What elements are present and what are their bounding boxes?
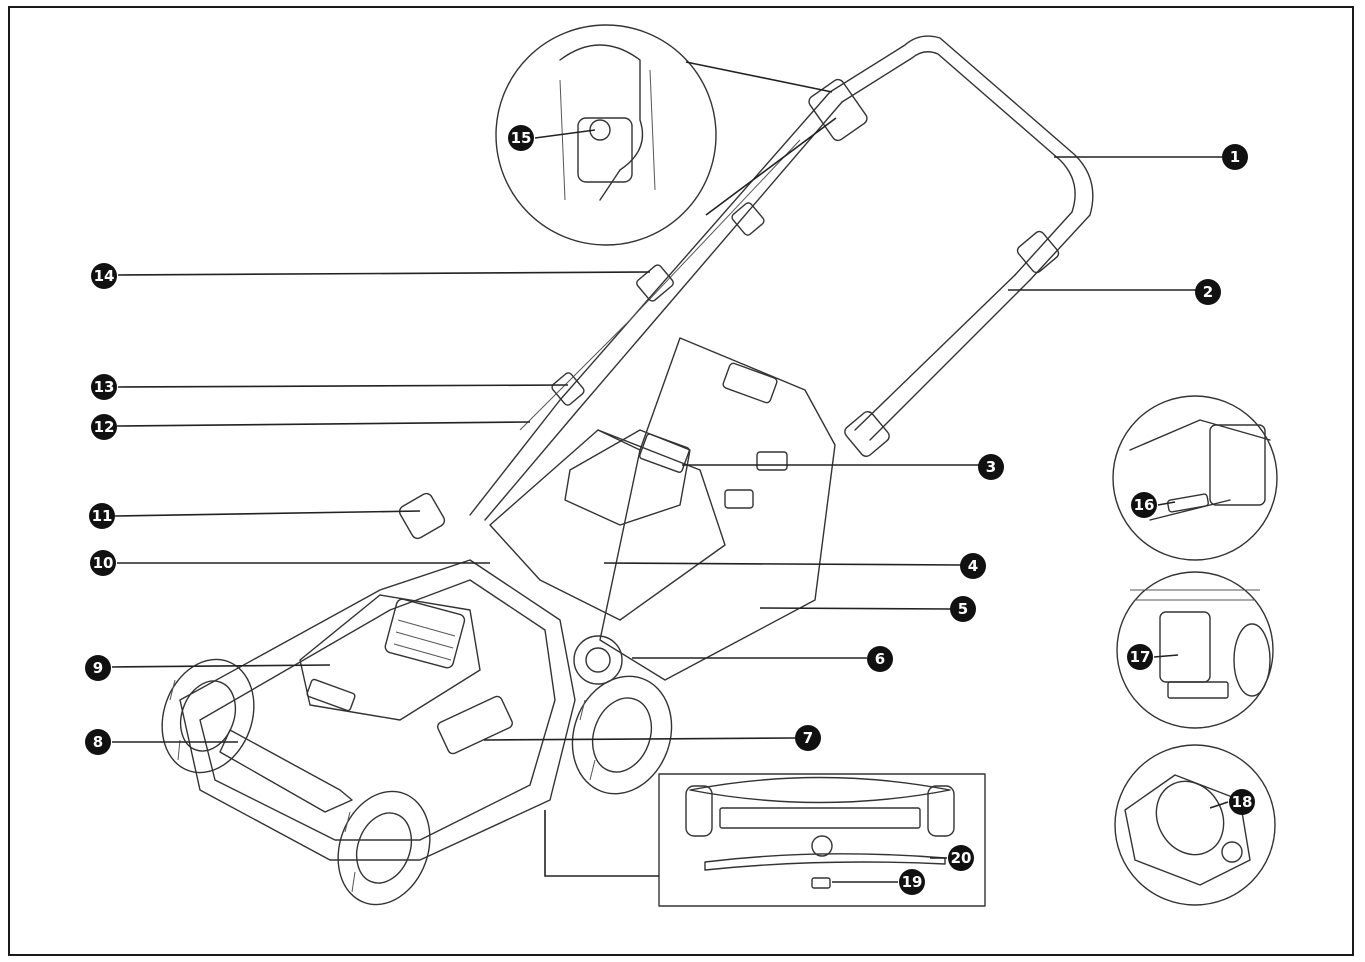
- svg-text:7: 7: [803, 729, 813, 747]
- svg-text:1: 1: [1230, 148, 1240, 166]
- svg-text:5: 5: [958, 600, 968, 618]
- detail-blade-box: [544, 773, 986, 907]
- callout-17: 17: [1127, 644, 1153, 670]
- svg-text:14: 14: [94, 267, 115, 285]
- callout-13: 13: [91, 374, 117, 400]
- callout-20: 20: [948, 845, 974, 871]
- detail-18: [1114, 744, 1276, 906]
- detail-16: [1112, 395, 1278, 561]
- callout-8: 8: [85, 729, 111, 755]
- callout-7: 7: [795, 725, 821, 751]
- svg-text:19: 19: [902, 873, 923, 891]
- leader-lines: [111, 129, 1229, 883]
- deck-drawing: [179, 559, 623, 861]
- diagram-frame: [8, 6, 1354, 956]
- callout-6: 6: [867, 646, 893, 672]
- detail-17: [1116, 571, 1274, 729]
- callout-14: 14: [91, 263, 117, 289]
- svg-text:15: 15: [511, 129, 532, 147]
- svg-text:18: 18: [1232, 793, 1253, 811]
- svg-text:20: 20: [951, 849, 972, 867]
- callout-2: 2: [1195, 279, 1221, 305]
- svg-text:3: 3: [986, 458, 996, 476]
- callout-15: 15: [508, 125, 534, 151]
- callout-18: 18: [1229, 789, 1255, 815]
- svg-text:16: 16: [1134, 496, 1155, 514]
- callout-1: 1: [1222, 144, 1248, 170]
- svg-text:2: 2: [1203, 283, 1213, 301]
- callout-12: 12: [91, 414, 117, 440]
- callout-10: 10: [90, 550, 116, 576]
- grass-bag-drawing: [489, 337, 836, 681]
- svg-text:6: 6: [875, 650, 885, 668]
- handle-drawing: [398, 35, 1094, 540]
- callout-11: 11: [89, 503, 115, 529]
- callout-9: 9: [85, 655, 111, 681]
- callout-19: 19: [899, 869, 925, 895]
- callout-16: 16: [1131, 492, 1157, 518]
- svg-text:8: 8: [93, 733, 103, 751]
- svg-text:10: 10: [93, 554, 114, 572]
- callout-4: 4: [960, 553, 986, 579]
- callout-3: 3: [978, 454, 1004, 480]
- svg-text:17: 17: [1130, 648, 1151, 666]
- callout-5: 5: [950, 596, 976, 622]
- wheels-drawing: [161, 658, 673, 906]
- svg-text:11: 11: [92, 507, 113, 525]
- svg-text:4: 4: [968, 557, 978, 575]
- svg-text:12: 12: [94, 418, 115, 436]
- detail-switch: [495, 24, 837, 246]
- svg-text:13: 13: [94, 378, 115, 396]
- svg-text:9: 9: [93, 659, 103, 677]
